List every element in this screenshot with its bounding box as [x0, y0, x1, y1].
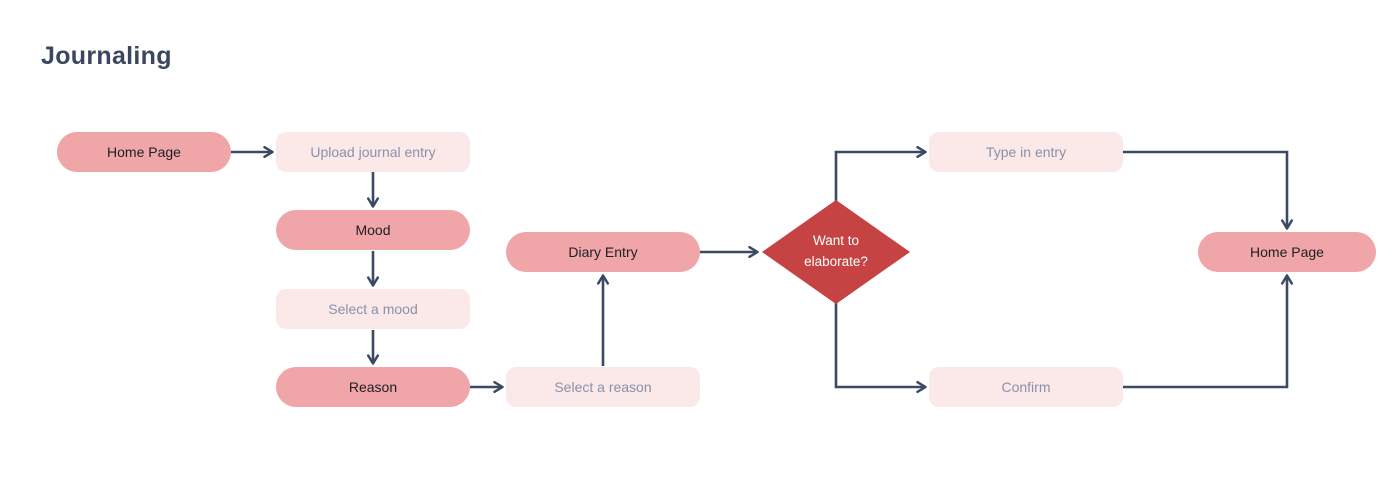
- node-home-page-end[interactable]: Home Page: [1198, 232, 1376, 272]
- decision-label: Want to elaborate?: [804, 233, 868, 269]
- node-type-in-entry[interactable]: Type in entry: [929, 132, 1123, 172]
- node-select-a-reason[interactable]: Select a reason: [506, 367, 700, 407]
- node-reason[interactable]: Reason: [276, 367, 470, 407]
- edge-confirm-to-home-end: [1123, 274, 1294, 389]
- edge-decision-to-confirm: [834, 303, 927, 394]
- page-title: Journaling: [41, 42, 172, 70]
- node-want-to-elaborate[interactable]: Want to elaborate?: [762, 200, 910, 304]
- edge-decision-to-type-in-entry: [834, 145, 927, 201]
- node-select-a-mood[interactable]: Select a mood: [276, 289, 470, 329]
- node-upload-journal-entry[interactable]: Upload journal entry: [276, 132, 470, 172]
- node-diary-entry[interactable]: Diary Entry: [506, 232, 700, 272]
- node-home-page-start[interactable]: Home Page: [57, 132, 231, 172]
- edge-type-in-entry-to-home-end: [1123, 150, 1294, 230]
- node-confirm[interactable]: Confirm: [929, 367, 1123, 407]
- node-mood[interactable]: Mood: [276, 210, 470, 250]
